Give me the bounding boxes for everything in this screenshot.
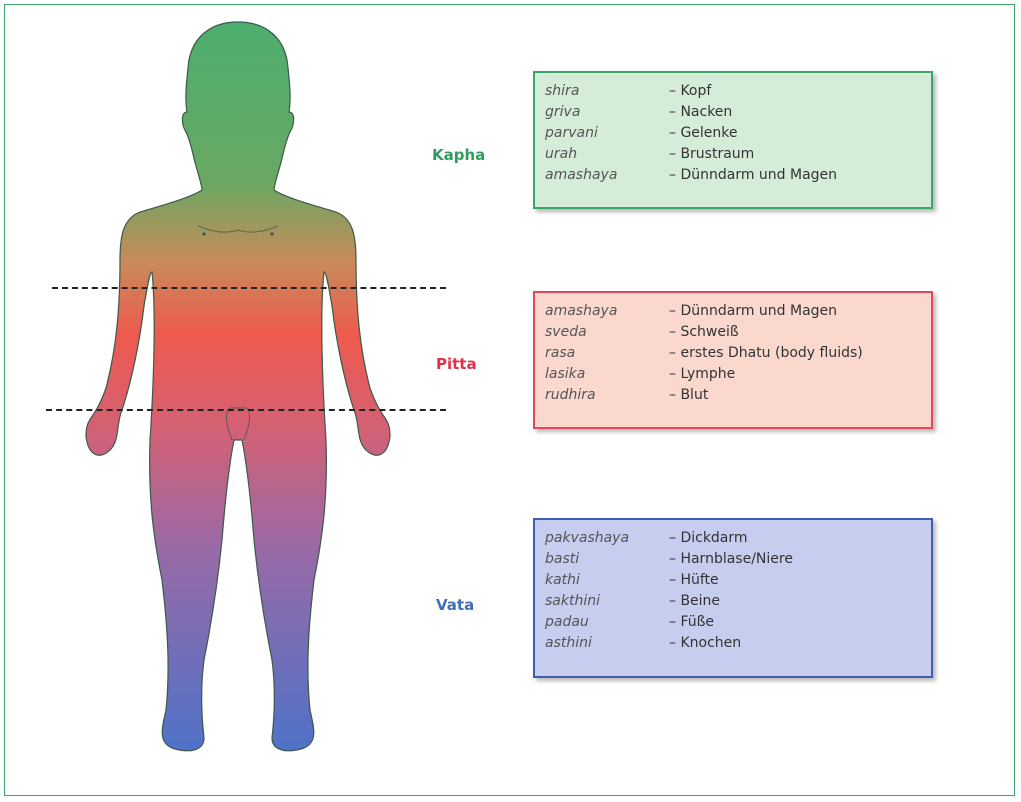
list-item: sakthini– Beine [545,591,921,612]
term-meaning: – erstes Dhatu (body fluids) [669,343,863,364]
sanskrit-term: griva [545,102,669,123]
sanskrit-term: sakthini [545,591,669,612]
term-meaning: – Harnblase/Niere [669,549,793,570]
sanskrit-term: padau [545,612,669,633]
term-meaning: – Gelenke [669,123,738,144]
list-item: basti– Harnblase/Niere [545,549,921,570]
list-item: padau– Füße [545,612,921,633]
sanskrit-term: asthini [545,633,669,654]
sanskrit-term: pakvashaya [545,528,669,549]
term-meaning: – Schweiß [669,322,739,343]
term-meaning: – Dünndarm und Magen [669,165,837,186]
list-item: parvani– Gelenke [545,123,921,144]
term-meaning: – Knochen [669,633,741,654]
term-meaning: – Dickdarm [669,528,748,549]
sanskrit-term: sveda [545,322,669,343]
list-item: rasa– erstes Dhatu (body fluids) [545,343,921,364]
sanskrit-term: lasika [545,364,669,385]
list-item: kathi– Hüfte [545,570,921,591]
term-meaning: – Brustraum [669,144,754,165]
dosha-label-vata: Vata [436,596,474,614]
term-meaning: – Blut [669,385,708,406]
dosha-label-pitta: Pitta [436,355,477,373]
list-item: shira– Kopf [545,81,921,102]
list-item: asthini– Knochen [545,633,921,654]
list-item: amashaya– Dünndarm und Magen [545,165,921,186]
list-item: griva– Nacken [545,102,921,123]
term-meaning: – Füße [669,612,714,633]
human-body-figure [40,20,460,780]
sanskrit-term: kathi [545,570,669,591]
term-meaning: – Beine [669,591,720,612]
sanskrit-term: rasa [545,343,669,364]
term-meaning: – Kopf [669,81,711,102]
sanskrit-term: amashaya [545,165,669,186]
sanskrit-term: amashaya [545,301,669,322]
list-item: amashaya– Dünndarm und Magen [545,301,921,322]
dashed-divider-lower [46,409,446,411]
list-item: sveda– Schweiß [545,322,921,343]
term-meaning: – Lymphe [669,364,735,385]
sanskrit-term: parvani [545,123,669,144]
dosha-label-kapha: Kapha [432,146,485,164]
term-meaning: – Hüfte [669,570,719,591]
term-meaning: – Nacken [669,102,732,123]
dashed-divider-upper [52,287,446,289]
list-item: pakvashaya– Dickdarm [545,528,921,549]
term-meaning: – Dünndarm und Magen [669,301,837,322]
sanskrit-term: urah [545,144,669,165]
sanskrit-term: shira [545,81,669,102]
sanskrit-term: basti [545,549,669,570]
sanskrit-term: rudhira [545,385,669,406]
list-item: lasika– Lymphe [545,364,921,385]
list-item: rudhira– Blut [545,385,921,406]
list-item: urah– Brustraum [545,144,921,165]
